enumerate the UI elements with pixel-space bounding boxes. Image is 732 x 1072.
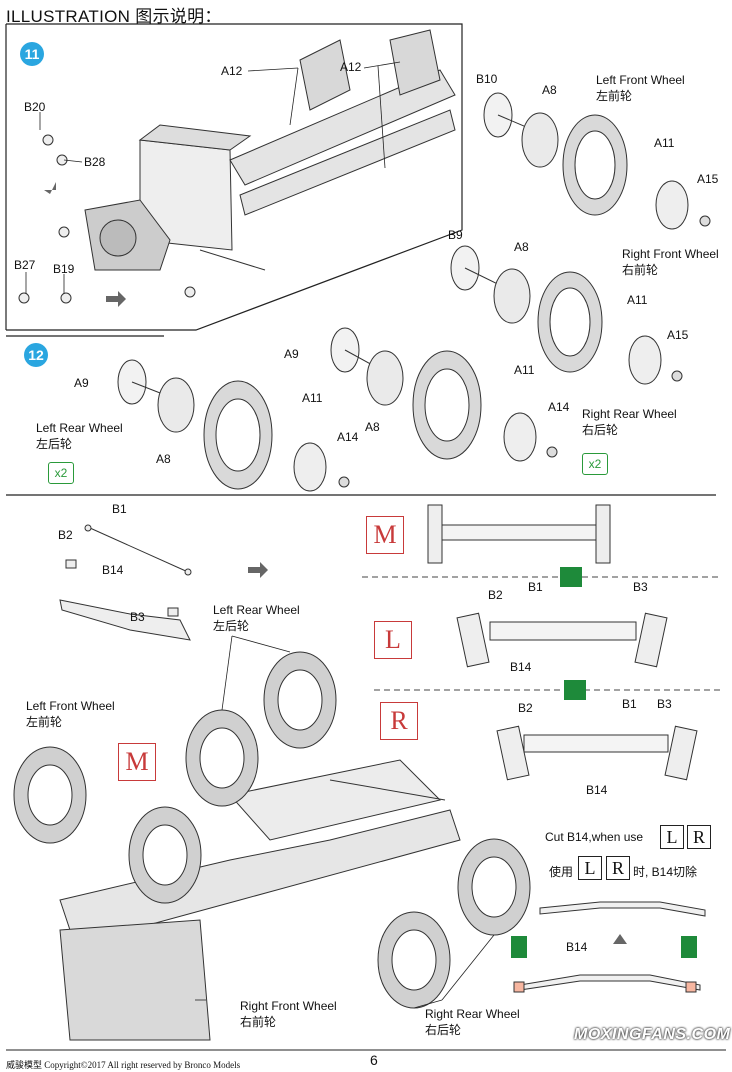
arrow-up-icon: [613, 934, 627, 952]
label-b2: B2: [58, 528, 73, 542]
step-11-badge: 11: [20, 42, 44, 66]
caption-en: Right Front Wheel: [622, 247, 719, 261]
rear-wheel-parts: [117, 327, 558, 492]
label-b2: B2: [518, 701, 533, 715]
step-12-badge: 12: [24, 343, 48, 367]
caption-en: Left Front Wheel: [26, 699, 115, 713]
label-a8: A8: [542, 83, 557, 97]
scale-arrows-icon: [564, 680, 586, 700]
caption-en: Left Rear Wheel: [36, 421, 123, 435]
page-number: 6: [370, 1052, 378, 1068]
cut-note-cn-prefix: 使用: [549, 865, 574, 879]
cut-note-en: Cut B14,when use: [545, 830, 644, 844]
variant-l-badge: L: [374, 621, 412, 659]
watermark: MOXINGFANS.COM: [574, 1026, 731, 1043]
label-a15: A15: [667, 328, 689, 342]
label-b2: B2: [488, 588, 503, 602]
label-b3: B3: [130, 610, 145, 624]
label-a8: A8: [365, 420, 380, 434]
label-a11: A11: [627, 293, 648, 307]
label-b3: B3: [657, 697, 672, 711]
label-a12-left: A12: [221, 64, 243, 78]
label-b27: B27: [14, 258, 36, 272]
box-r: R: [687, 825, 711, 849]
caption-en: Left Rear Wheel: [213, 603, 300, 617]
label-a8: A8: [514, 240, 529, 254]
cut-diagram: [513, 901, 706, 993]
left-front-wheel-caption: Left Front Wheel 左前轮: [596, 72, 685, 104]
label-b1: B1: [528, 580, 543, 594]
right-rear-wheel-caption: Right Rear Wheel 右后轮: [425, 1006, 520, 1038]
arrow-down-icon: [44, 182, 56, 194]
box-l: L: [578, 856, 602, 880]
cut-marker-icon: [681, 936, 697, 958]
label-a14: A14: [548, 400, 570, 414]
chassis-drawing-step11: [18, 29, 456, 304]
page-title: ILLUSTRATION 图示说明：: [6, 7, 222, 26]
caption-cn: 左前轮: [596, 89, 633, 103]
label-a11: A11: [514, 363, 535, 377]
copyright-text: 威骏模型 Copyright©2017 All right reserved b…: [6, 1060, 241, 1070]
right-front-wheel-caption: Right Front Wheel 右前轮: [240, 998, 337, 1030]
left-rear-wheel-caption: Left Rear Wheel 左后轮: [213, 602, 300, 634]
label-b14: B14: [102, 563, 124, 577]
arrow-right-icon: [106, 291, 126, 307]
caption-en: Left Front Wheel: [596, 73, 685, 87]
scale-arrows-icon: [560, 567, 582, 587]
cut-note-cn-suffix: 时, B14切除: [633, 865, 698, 879]
label-a11: A11: [302, 391, 323, 405]
quantity-badge: x2: [48, 462, 74, 484]
label-b28: B28: [84, 155, 106, 169]
label-a11: A11: [654, 136, 675, 150]
variant-axles: [427, 504, 698, 781]
caption-cn: 右前轮: [240, 1015, 277, 1029]
label-b20: B20: [24, 100, 46, 114]
variant-m-badge: M: [118, 743, 156, 781]
caption-cn: 右后轮: [582, 423, 619, 437]
variant-r-badge: R: [380, 702, 418, 740]
variant-m-badge: M: [366, 516, 404, 554]
label-a12-right: A12: [340, 60, 362, 74]
caption-cn: 右后轮: [425, 1023, 462, 1037]
caption-cn: 左前轮: [26, 715, 63, 729]
label-b9: B9: [448, 228, 463, 242]
cut-marker-icon: [511, 936, 527, 958]
label-b14: B14: [586, 783, 608, 797]
label-b14: B14: [566, 940, 588, 954]
label-b1: B1: [622, 697, 637, 711]
label-b3: B3: [633, 580, 648, 594]
right-front-wheel-caption: Right Front Wheel 右前轮: [622, 246, 719, 278]
axle-exploded: [59, 524, 192, 641]
left-front-wheel-caption: Left Front Wheel 左前轮: [26, 698, 115, 730]
step11-frame: [6, 23, 463, 331]
front-wheel-parts: [450, 92, 711, 385]
label-b14: B14: [510, 660, 532, 674]
arrow-right-icon: [248, 562, 268, 578]
box-r: R: [606, 856, 630, 880]
label-a9: A9: [284, 347, 299, 361]
label-a9: A9: [74, 376, 89, 390]
left-rear-wheel-caption: Left Rear Wheel 左后轮: [36, 420, 123, 452]
label-b19: B19: [53, 262, 75, 276]
caption-cn: 左后轮: [213, 619, 250, 633]
label-a14: A14: [337, 430, 359, 444]
quantity-badge: x2: [582, 453, 608, 475]
label-b1: B1: [112, 502, 127, 516]
caption-cn: 左后轮: [36, 437, 73, 451]
box-l: L: [660, 825, 684, 849]
caption-en: Right Rear Wheel: [582, 407, 677, 421]
caption-cn: 右前轮: [622, 263, 659, 277]
label-a15: A15: [697, 172, 719, 186]
right-rear-wheel-caption: Right Rear Wheel 右后轮: [582, 406, 677, 438]
label-b10: B10: [476, 72, 498, 86]
caption-en: Right Front Wheel: [240, 999, 337, 1013]
caption-en: Right Rear Wheel: [425, 1007, 520, 1021]
label-a8: A8: [156, 452, 171, 466]
final-assembly: [13, 651, 531, 1041]
